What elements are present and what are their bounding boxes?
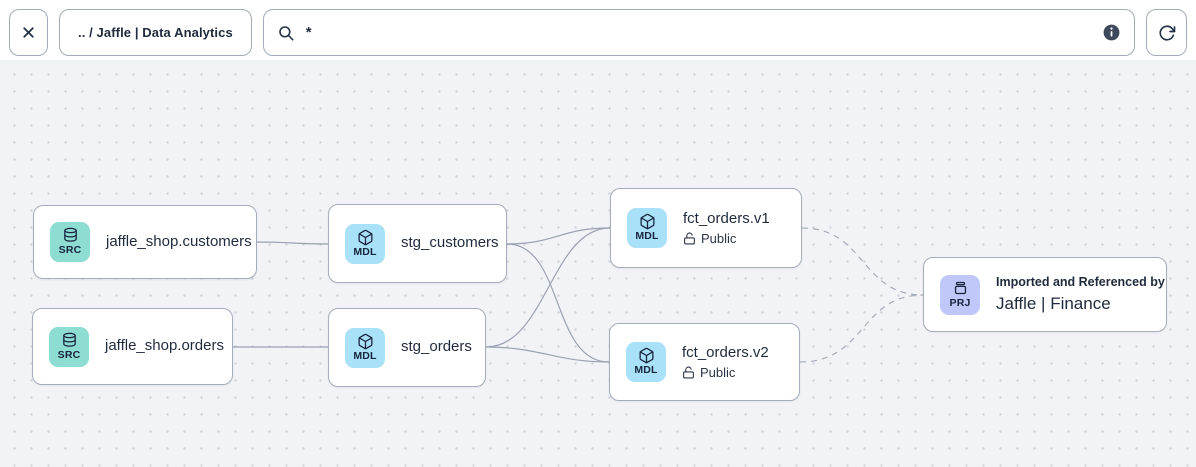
- node-fct-orders-v2[interactable]: MDL fct_orders.v2 Public: [609, 323, 800, 401]
- node-title: fct_orders.v2: [682, 344, 769, 362]
- cube-icon: [638, 348, 654, 364]
- close-button[interactable]: [9, 9, 48, 56]
- node-stg-orders[interactable]: MDL stg_orders: [328, 308, 486, 387]
- model-badge: MDL: [627, 208, 667, 248]
- unlock-icon: [684, 232, 695, 245]
- model-badge: MDL: [345, 223, 385, 264]
- node-title: jaffle_shop.orders: [105, 337, 224, 355]
- source-badge: SRC: [49, 326, 89, 367]
- badge-label: MDL: [634, 364, 658, 377]
- database-icon: [62, 332, 76, 347]
- badge-label: MDL: [635, 230, 659, 243]
- node-subtitle: Imported and Referenced by: [996, 275, 1165, 290]
- database-icon: [63, 227, 77, 243]
- cube-icon: [357, 229, 373, 245]
- node-jaffle-shop-orders[interactable]: SRC jaffle_shop.orders: [32, 308, 233, 385]
- access-label: Public: [700, 364, 736, 380]
- info-icon[interactable]: [1102, 23, 1121, 42]
- archive-box-icon: [954, 281, 966, 294]
- node-project-jaffle-finance[interactable]: PRJ Imported and Referenced by Jaffle | …: [923, 257, 1167, 332]
- access-label: Public: [701, 230, 737, 246]
- model-badge: MDL: [626, 342, 666, 382]
- node-title: fct_orders.v1: [683, 210, 770, 228]
- source-badge: SRC: [50, 222, 90, 262]
- breadcrumb[interactable]: .. / Jaffle | Data Analytics: [59, 9, 252, 56]
- node-fct-orders-v1[interactable]: MDL fct_orders.v1 Public: [610, 188, 802, 268]
- node-title: stg_orders: [401, 338, 472, 356]
- badge-label: MDL: [353, 245, 377, 258]
- badge-label: SRC: [58, 244, 82, 257]
- toolbar: .. / Jaffle | Data Analytics: [0, 0, 1196, 60]
- access-row: Public: [682, 365, 769, 380]
- close-icon: [23, 27, 34, 38]
- node-title: Jaffle | Finance: [996, 293, 1111, 313]
- refresh-icon: [1158, 24, 1175, 41]
- badge-label: PRJ: [949, 296, 971, 309]
- badge-label: MDL: [353, 349, 377, 362]
- search-icon: [279, 25, 294, 41]
- refresh-button[interactable]: [1146, 9, 1187, 56]
- unlock-icon: [683, 366, 694, 379]
- node-jaffle-shop-customers[interactable]: SRC jaffle_shop.customers: [33, 205, 257, 279]
- search-input[interactable]: [305, 24, 1091, 41]
- project-badge: PRJ: [940, 274, 980, 315]
- access-row: Public: [683, 231, 770, 246]
- model-badge: MDL: [345, 327, 385, 368]
- node-title: jaffle_shop.customers: [106, 232, 252, 250]
- search-box[interactable]: [262, 9, 1135, 56]
- node-stg-customers[interactable]: MDL stg_customers: [328, 204, 507, 283]
- node-title: stg_customers: [401, 234, 499, 252]
- badge-label: SRC: [57, 348, 81, 361]
- cube-icon: [357, 333, 373, 349]
- breadcrumb-label: .. / Jaffle | Data Analytics: [78, 25, 233, 40]
- cube-icon: [639, 214, 655, 230]
